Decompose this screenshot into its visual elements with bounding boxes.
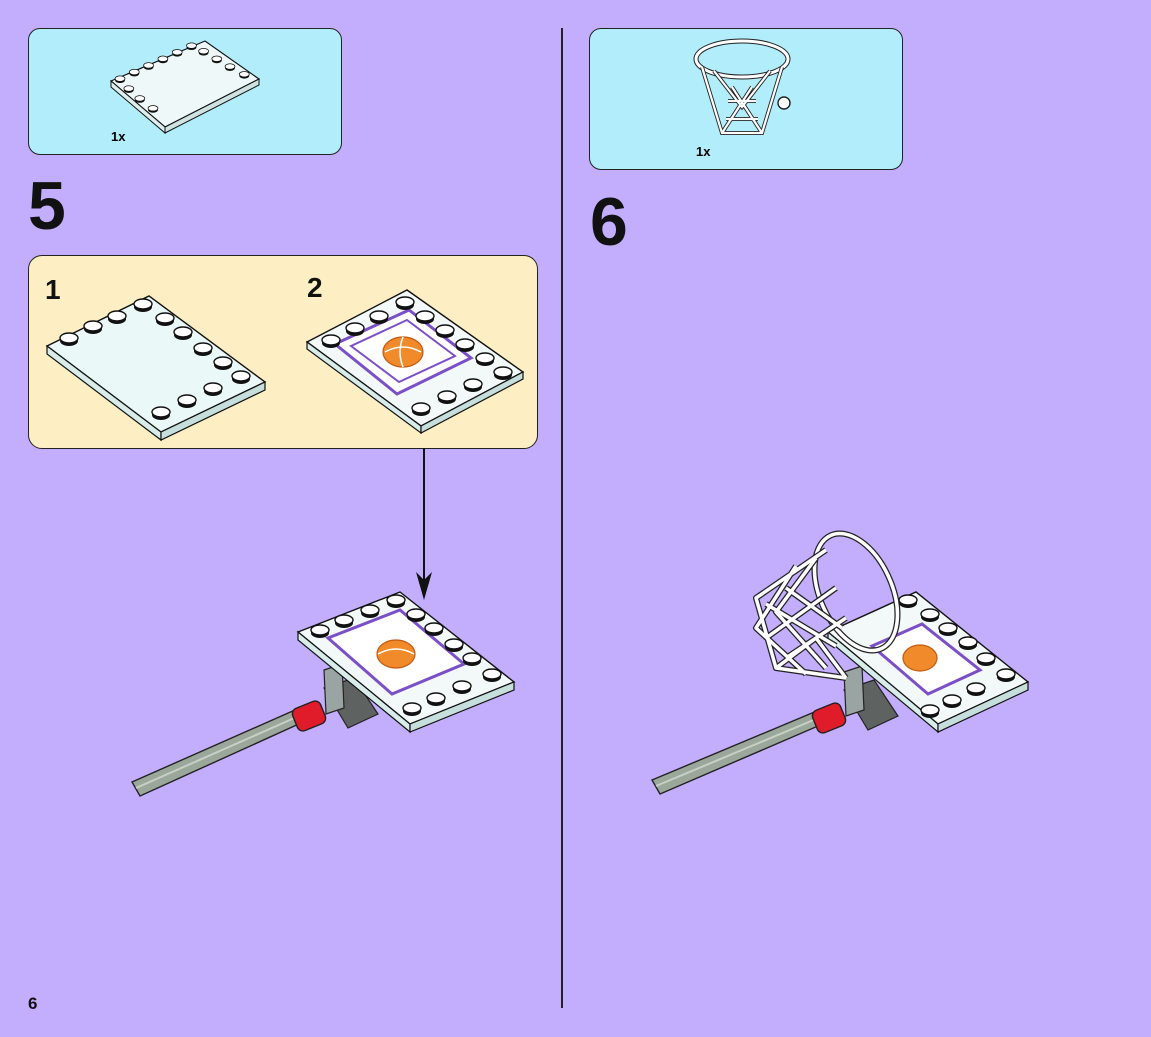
sticker-plate-illustration <box>305 289 525 435</box>
step-5-parts-box: 1x <box>28 28 342 155</box>
substep-number: 1 <box>45 274 61 305</box>
step-number: 6 <box>590 184 628 260</box>
page-divider <box>561 28 563 1008</box>
part-quantity: 1x <box>111 129 126 144</box>
plain-plate-illustration <box>45 295 267 442</box>
step-number: 5 <box>28 168 66 244</box>
hoop-net <box>753 530 901 681</box>
step-6-assembly <box>650 530 1030 795</box>
step-6-parts-box: 1x <box>589 28 903 170</box>
hoop-part-icon <box>693 38 791 135</box>
page-number: 6 <box>28 994 38 1013</box>
step-5-assembly <box>131 591 516 797</box>
part-quantity: 1x <box>696 144 711 159</box>
plate-part-icon <box>109 40 261 135</box>
substep-number: 2 <box>307 272 323 303</box>
substep-box: 1 2 <box>28 255 538 449</box>
placement-arrow <box>416 448 432 600</box>
